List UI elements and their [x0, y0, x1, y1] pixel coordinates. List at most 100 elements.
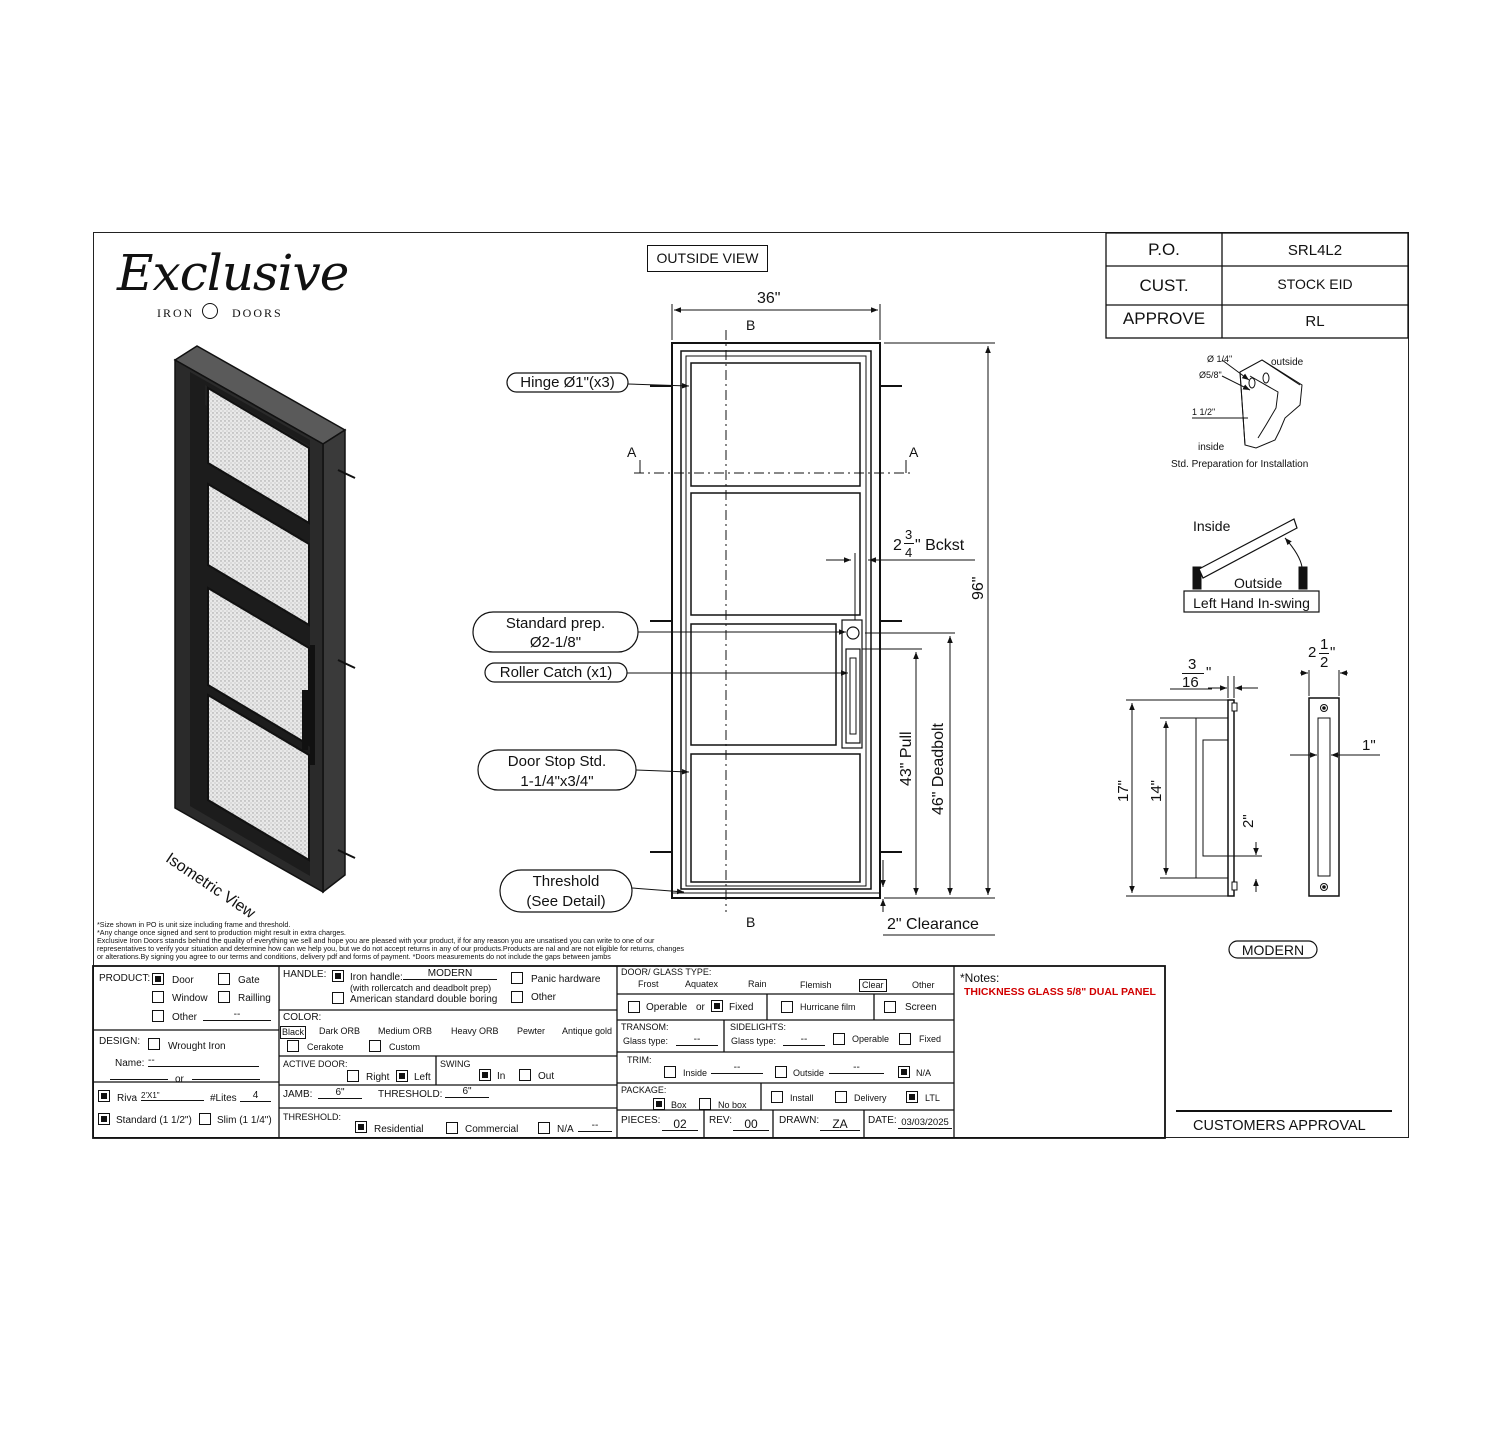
prep-outside: outside [1271, 357, 1304, 368]
prep-detail [1192, 359, 1303, 449]
color-dark-orb[interactable]: Dark ORB [319, 1026, 361, 1036]
transom-label: TRANSOM: [621, 1022, 669, 1032]
threshold-na-field[interactable]: -- [578, 1121, 612, 1132]
trim-outside-checkbox[interactable] [775, 1066, 787, 1078]
panic-hardware-checkbox[interactable] [511, 972, 523, 984]
rev-label: REV: [709, 1115, 732, 1126]
pieces-field[interactable]: 02 [662, 1118, 698, 1131]
swing-inside: Inside [1193, 518, 1231, 534]
drawn-field[interactable]: ZA [820, 1118, 860, 1131]
fine-print-5: or alterations.By signing you agree to o… [97, 952, 611, 961]
design-or-label: or [175, 1074, 184, 1085]
standard-profile-checkbox[interactable] [98, 1113, 110, 1125]
glass-or-label: or [696, 1002, 705, 1013]
threshold-commercial-checkbox[interactable] [446, 1122, 458, 1134]
cerakote-checkbox[interactable] [287, 1040, 299, 1052]
swing-in-checkbox[interactable] [479, 1069, 491, 1081]
color-black[interactable]: Black [280, 1026, 307, 1039]
transom-glass-type-field[interactable]: -- [676, 1035, 718, 1046]
custom-color-checkbox[interactable] [369, 1040, 381, 1052]
pieces-label: PIECES: [621, 1115, 661, 1126]
color-medium-orb[interactable]: Medium ORB [378, 1026, 433, 1036]
swing-out-checkbox[interactable] [519, 1069, 531, 1081]
threshold-residential-checkbox[interactable] [355, 1121, 367, 1133]
threshold-na-checkbox[interactable] [538, 1122, 550, 1134]
package-delivery-checkbox[interactable] [835, 1091, 847, 1103]
glass-flemish[interactable]: Flemish [800, 980, 832, 990]
date-field[interactable]: 03/03/2025 [898, 1118, 952, 1129]
thickness-den: 16 [1182, 674, 1199, 691]
package-no-box-checkbox[interactable] [699, 1098, 711, 1110]
handle-other-checkbox[interactable] [511, 991, 523, 1003]
cerakote-label: Cerakote [307, 1042, 344, 1052]
thickness-bar [1182, 673, 1204, 674]
active-left-checkbox[interactable] [396, 1070, 408, 1082]
prep-inside: inside [1198, 442, 1225, 453]
design-name-field[interactable]: -- [148, 1056, 259, 1067]
iron-handle-label: Iron handle: [350, 972, 403, 983]
design-wrought-label: Wrought Iron [168, 1041, 226, 1052]
glass-rain[interactable]: Rain [748, 979, 767, 989]
iron-handle-field[interactable]: MODERN [403, 969, 497, 980]
product-window-checkbox[interactable] [152, 991, 164, 1003]
trim-inside-field[interactable]: -- [711, 1063, 763, 1074]
prep-d1: Ø 1/4" [1207, 354, 1233, 364]
sidelights-operable-label: Operable [852, 1034, 890, 1044]
active-left-label: Left [414, 1072, 431, 1083]
lites-field[interactable]: 4 [240, 1091, 271, 1102]
riva-size-field[interactable]: 2'X1" [141, 1092, 204, 1101]
product-other-field[interactable]: -- [203, 1010, 271, 1021]
color-antique-gold[interactable]: Antique gold [562, 1026, 613, 1036]
hinge-callout: Hinge Ø1"(x3) [520, 374, 615, 391]
american-standard-checkbox[interactable] [332, 992, 344, 1004]
width-num: 1 [1320, 636, 1329, 653]
design-wrought-checkbox[interactable] [148, 1038, 160, 1050]
iron-handle-checkbox[interactable] [332, 970, 344, 982]
width-dimension: 36" [757, 290, 781, 307]
date-label: DATE: [868, 1115, 897, 1126]
handle-offset-dim: 2" [1240, 814, 1257, 828]
active-right-checkbox[interactable] [347, 1070, 359, 1082]
glass-other[interactable]: Other [912, 980, 935, 990]
trim-inside-checkbox[interactable] [664, 1066, 676, 1078]
hurricane-film-checkbox[interactable] [781, 1001, 793, 1013]
glass-clear[interactable]: Clear [859, 979, 887, 992]
fine-print-4: representatives to verify your situation… [97, 944, 684, 953]
design-label: DESIGN: [99, 1036, 141, 1047]
riva-checkbox[interactable] [98, 1090, 110, 1102]
jamb-threshold-field[interactable]: 6" [445, 1087, 489, 1098]
swing-in-label: In [497, 1071, 506, 1082]
trim-outside-field[interactable]: -- [829, 1063, 884, 1074]
handle-label: HANDLE: [283, 969, 327, 980]
glass-fixed-checkbox[interactable] [711, 1000, 723, 1012]
customers-approval-label: CUSTOMERS APPROVAL [1193, 1118, 1366, 1134]
glass-frost[interactable]: Frost [638, 979, 659, 989]
section-a-left: A [627, 444, 637, 460]
trim-inside-label: Inside [683, 1068, 708, 1078]
jamb-threshold-label: THRESHOLD: [378, 1089, 443, 1100]
sidelights-fixed-checkbox[interactable] [899, 1033, 911, 1045]
package-ltl-checkbox[interactable] [906, 1091, 918, 1103]
trim-na-checkbox[interactable] [898, 1066, 910, 1078]
rev-field[interactable]: 00 [733, 1118, 769, 1131]
po-value: SRL4L2 [1287, 242, 1343, 259]
product-other-checkbox[interactable] [152, 1010, 164, 1022]
sidelights-glass-type-field[interactable]: -- [783, 1035, 825, 1046]
sidelights-operable-checkbox[interactable] [833, 1033, 845, 1045]
product-door-checkbox[interactable] [152, 973, 164, 985]
screen-checkbox[interactable] [884, 1001, 896, 1013]
product-gate-checkbox[interactable] [218, 973, 230, 985]
jamb-field[interactable]: 6" [318, 1088, 362, 1099]
color-heavy-orb[interactable]: Heavy ORB [451, 1026, 499, 1036]
title-block-grid [1105, 232, 1409, 339]
brand-sub-right: DOORS [232, 306, 283, 320]
package-install-checkbox[interactable] [771, 1091, 783, 1103]
product-railing-checkbox[interactable] [218, 991, 230, 1003]
glass-operable-checkbox[interactable] [628, 1001, 640, 1013]
package-box-checkbox[interactable] [653, 1098, 665, 1110]
handle-front-detail [1290, 670, 1380, 897]
threshold-residential-label: Residential [374, 1124, 424, 1135]
color-pewter[interactable]: Pewter [517, 1026, 546, 1036]
slim-profile-checkbox[interactable] [199, 1113, 211, 1125]
glass-aquatex[interactable]: Aquatex [685, 979, 719, 989]
